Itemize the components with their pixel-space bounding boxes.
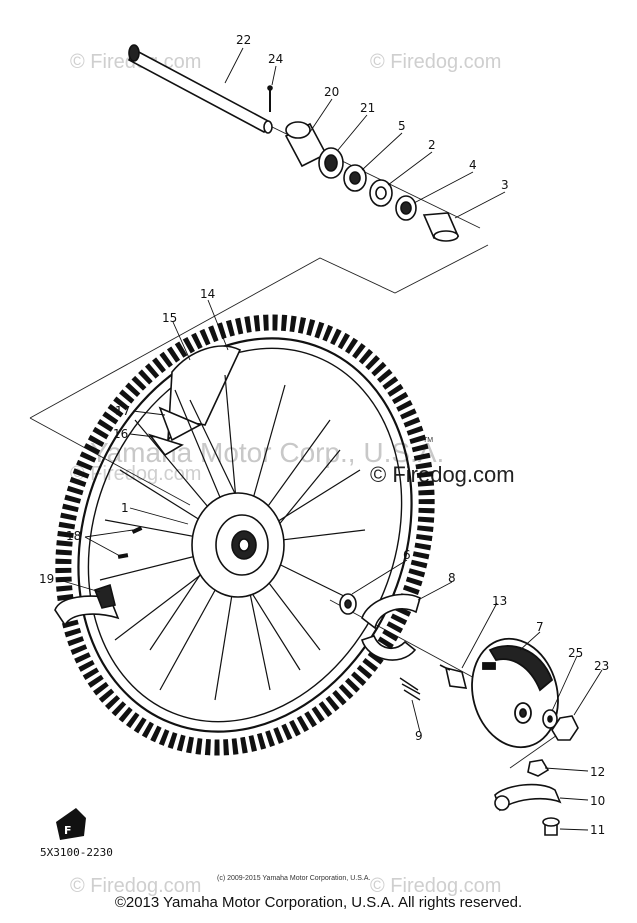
part-label-9: 9 [415, 729, 423, 743]
part-label-20: 20 [324, 85, 339, 99]
leader-lines [55, 47, 603, 831]
part-label-11: 11 [590, 823, 605, 837]
brake-camshaft [439, 664, 468, 689]
watermark-yamaha: Yamaha Motor Corp., U.S.A. [90, 437, 444, 468]
part-label-4: 4 [469, 158, 477, 172]
watermark-firedog-dark: © Firedog.com [370, 462, 515, 487]
part-label-5: 5 [398, 119, 406, 133]
part-label-12: 12 [590, 765, 605, 779]
part-label-13: 13 [492, 594, 507, 608]
part-label-6: 6 [403, 548, 411, 562]
part-label-21: 21 [360, 101, 375, 115]
part-label-19: 19 [39, 572, 54, 586]
footer-copyright: ©2013 Yamaha Motor Corporation, U.S.A. A… [114, 894, 523, 911]
part-label-8: 8 [448, 571, 456, 585]
part-label-24: 24 [268, 52, 283, 66]
front-marker-label: F [64, 824, 72, 837]
part-label-23: 23 [594, 659, 609, 673]
part-label-22: 22 [236, 33, 251, 47]
brake-shoe-plate [471, 637, 559, 749]
part-label-10: 10 [590, 794, 605, 808]
part-label-18: 18 [66, 529, 81, 543]
watermark-firedog: © Firedog.com [370, 51, 501, 73]
brake-hardware [494, 709, 579, 836]
watermark-firedog: © Firedog.com [70, 463, 201, 485]
part-label-3: 3 [501, 178, 509, 192]
part-label-2: 2 [428, 138, 436, 152]
small-copyright: (c) 2009-2015 Yamaha Motor Corporation, … [217, 875, 370, 882]
part-label-15: 15 [162, 311, 177, 325]
wheel-hub [191, 492, 285, 598]
front-direction-marker: F [56, 808, 86, 840]
part-labels: 22 24 20 21 5 2 4 3 14 15 17 16 1 18 19 … [39, 33, 609, 837]
part-label-14: 14 [200, 287, 215, 301]
brake-shoe-set [339, 593, 421, 701]
watermark-firedog: © Firedog.com [70, 875, 201, 897]
front-axle [127, 44, 273, 134]
part-label-25: 25 [568, 646, 583, 660]
watermark-tm: TM [423, 437, 433, 444]
part-label-1: 1 [121, 501, 129, 515]
hub-bearing-set [284, 121, 460, 242]
part-label-16: 16 [113, 427, 128, 441]
diagram-code: 5X3100-2230 [40, 846, 113, 859]
watermark-firedog: © Firedog.com [370, 875, 501, 897]
rim-band [54, 583, 120, 627]
spoke-nipples [117, 526, 143, 559]
part-label-17: 17 [115, 404, 130, 418]
part-label-7: 7 [536, 620, 544, 634]
